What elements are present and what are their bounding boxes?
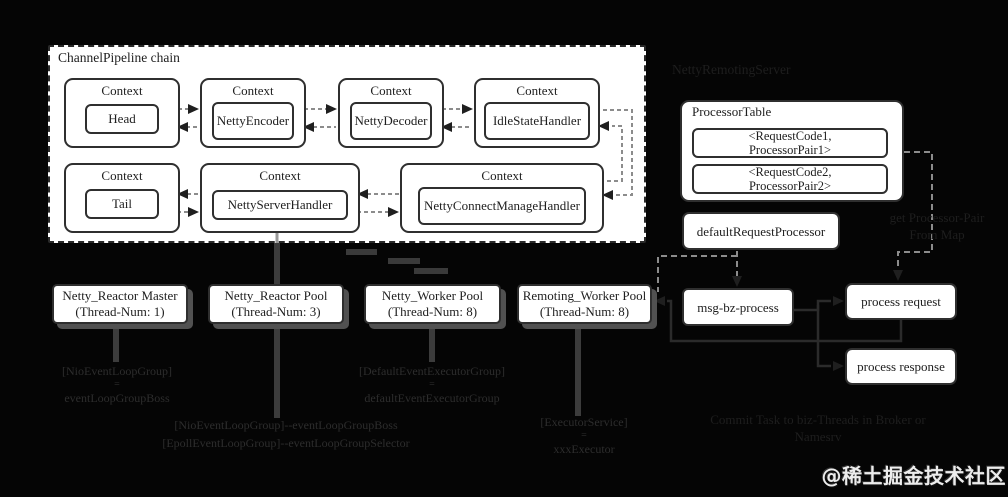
context-box-decoder: Context NettyDecoder [338,78,444,148]
handler-idle-state: IdleStateHandler [484,102,590,140]
impl-class: [DefaultEventExecutorGroup] [359,364,505,378]
context-label: Context [232,83,274,98]
context-box-head: Context Head [64,78,180,148]
context-box-connect-manage: Context NettyConnectManageHandler [400,163,604,233]
pool-threads: (Thread-Num: 1) [75,304,165,319]
request-code-1: <RequestCode1, [748,129,832,143]
pool-name: Netty_Reactor Master [62,288,178,303]
server-panel-title: NettyRemotingServer [672,62,791,77]
pool-netty-reactor-pool: Netty_Reactor Pool (Thread-Num: 3) [208,284,344,324]
processor-table-row: <RequestCode2, ProcessorPair2> [692,164,888,194]
context-box-idle-state: Context IdleStateHandler [474,78,600,148]
request-code-2: <RequestCode2, [748,165,832,179]
context-label: Context [516,83,558,98]
pool-name: Netty_Reactor Pool [224,288,328,303]
context-label: Context [101,168,143,183]
pool-netty-reactor-master: Netty_Reactor Master (Thread-Num: 1) [52,284,188,324]
get-pair-line2: From Map [909,227,965,242]
msg-bz-process-box: msg-bz-process [682,288,794,326]
pool-threads: (Thread-Num: 3) [231,304,321,319]
context-label: Context [259,168,301,183]
handler-netty-decoder: NettyDecoder [350,102,432,140]
watermark: @稀土掘金技术社区 [821,464,1006,488]
impl-class: [NioEventLoopGroup] [62,364,172,378]
impl-equals: = [581,430,587,441]
impl-label-executor-service: [ExecutorService] = xxxExecutor [519,415,649,457]
get-processor-pair-label: get Processor-Pair From Map [870,209,1004,243]
get-pair-line1: get Processor-Pair [889,210,985,225]
context-box-encoder: Context NettyEncoder [200,78,306,148]
handler-tail: Tail [85,189,159,219]
handler-netty-encoder: NettyEncoder [212,102,294,140]
commit-line2: Namesrv [794,429,842,444]
processor-table-title: ProcessorTable [692,104,772,119]
pool-name: Remoting_Worker Pool [522,288,647,303]
impl-equals: = [114,379,120,390]
impl-label-selector: [NioEventLoopGroup]--eventLoopGroupBoss … [146,416,426,452]
impl-line: [EpollEventLoopGroup]--eventLoopGroupSel… [162,436,410,450]
handler-head: Head [85,104,159,134]
default-request-processor-box: defaultRequestProcessor [682,212,840,250]
impl-label-executor-group: [DefaultEventExecutorGroup] = defaultEve… [347,364,517,406]
process-response-box: process response [845,348,957,385]
commit-task-note: Commit Task to biz-Threads in Broker or … [686,411,950,445]
pipeline-panel-title: ChannelPipeline chain [58,50,180,65]
processor-pair-1: ProcessorPair1> [748,143,832,157]
impl-line: [NioEventLoopGroup]--eventLoopGroupBoss [174,418,398,432]
impl-class: [ExecutorService] [540,415,628,429]
processor-pair-2: ProcessorPair2> [748,179,832,193]
pool-threads: (Thread-Num: 8) [539,304,630,319]
context-box-tail: Context Tail [64,163,180,233]
impl-field: defaultEventExecutorGroup [364,391,500,405]
impl-field: eventLoopGroupBoss [64,391,170,405]
context-label: Context [101,83,143,98]
handler-netty-server: NettyServerHandler [212,190,348,220]
commit-line1: Commit Task to biz-Threads in Broker or [710,412,926,427]
context-box-server-handler: Context NettyServerHandler [200,163,360,233]
impl-label-boss: [NioEventLoopGroup] = eventLoopGroupBoss [42,364,192,406]
process-request-box: process request [845,283,957,320]
context-label: Context [481,168,523,183]
pool-remoting-worker-pool: Remoting_Worker Pool (Thread-Num: 8) [517,284,652,324]
processor-table-row: <RequestCode1, ProcessorPair1> [692,128,888,158]
pool-name: Netty_Worker Pool [381,288,484,303]
impl-equals: = [429,379,435,390]
faint-marks [346,249,448,274]
pool-threads: (Thread-Num: 8) [387,304,478,319]
handler-connect-manage: NettyConnectManageHandler [418,187,586,225]
impl-field: xxxExecutor [553,442,615,456]
pool-netty-worker-pool: Netty_Worker Pool (Thread-Num: 8) [364,284,501,324]
context-label: Context [370,83,412,98]
